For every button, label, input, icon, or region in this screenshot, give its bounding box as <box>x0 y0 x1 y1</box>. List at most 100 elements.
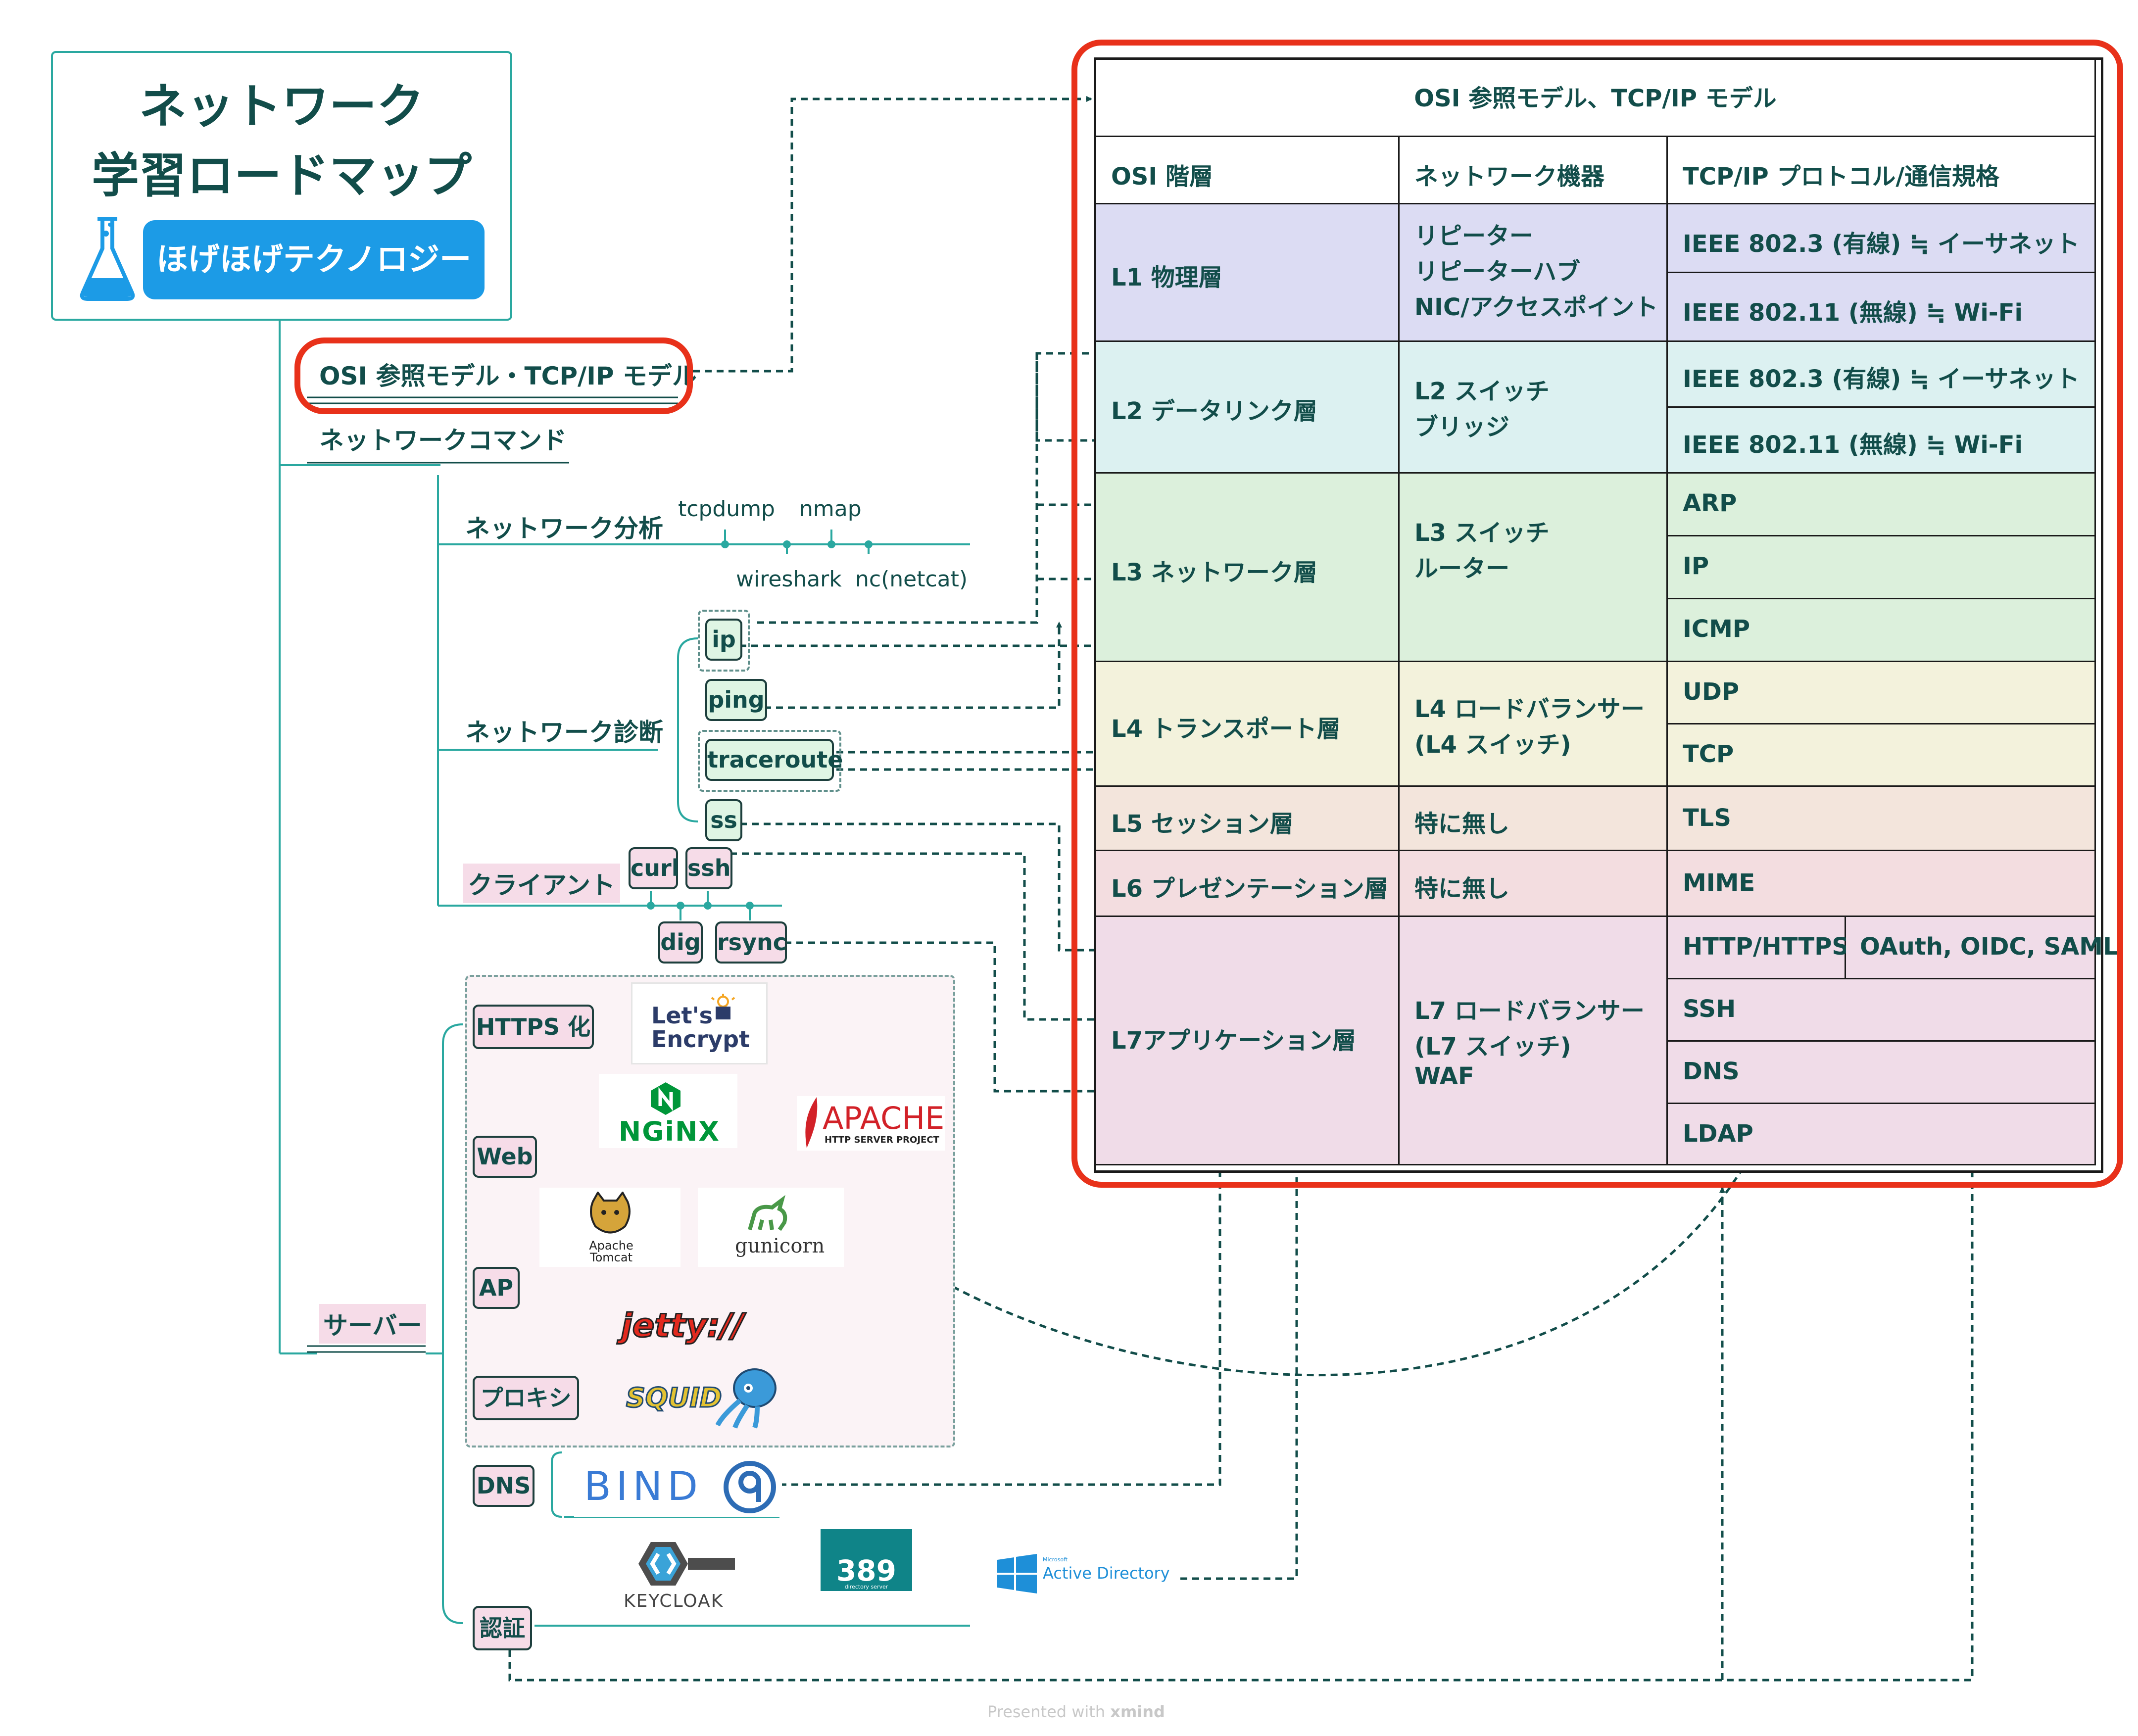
ad-small: Microsoft <box>1043 1556 1068 1563</box>
tool-traceroute[interactable]: traceroute <box>705 739 843 781</box>
gunicorn-logo: gunicorn <box>698 1188 844 1267</box>
tomcat-logo: Apache Tomcat <box>539 1188 680 1267</box>
layer-l3-proto-ip: IP <box>1668 536 2096 599</box>
layer-l4-devices: L4 ロードバランサー (L4 スイッチ) <box>1400 662 1668 787</box>
ip-frame <box>698 610 750 672</box>
gunicorn-label: gunicorn <box>735 1235 825 1257</box>
osi-table: OSI 参照モデル、TCP/IP モデル OSI 階層 ネットワーク機器 TCP… <box>1094 57 2118 1173</box>
layer-l4-proto-udp: UDP <box>1668 662 2096 724</box>
layer-l1-proto-1: IEEE 802.3 (有線) ≒ イーサネット <box>1668 204 2096 273</box>
table-header-protocol: TCP/IP プロトコル/通信規格 <box>1668 137 2096 204</box>
tool-wireshark[interactable]: wireshark <box>736 567 842 592</box>
table-title: OSI 参照モデル、TCP/IP モデル <box>1096 60 2096 137</box>
layer-l5-devices: 特に無し <box>1400 787 1668 851</box>
nginx-logo: NGiNX <box>599 1074 737 1148</box>
layer-l7-proto-ssh: SSH <box>1668 979 2096 1042</box>
osi-highlight <box>294 338 693 414</box>
server-auth[interactable]: 認証 <box>473 1606 532 1650</box>
layer-l1-devices: リピーター リピーターハブ NIC/アクセスポイント <box>1400 204 1668 342</box>
bind9-logo: BIND <box>574 1452 782 1517</box>
layer-l2-proto-1: IEEE 802.3 (有線) ≒ イーサネット <box>1668 342 2096 408</box>
server-dns[interactable]: DNS <box>473 1465 534 1507</box>
layer-l3-name: L3 ネットワーク層 <box>1096 474 1400 662</box>
server-web[interactable]: Web <box>473 1136 537 1178</box>
ds389-logo: 389 directory server <box>821 1529 912 1591</box>
table-header-device: ネットワーク機器 <box>1400 137 1668 204</box>
letsencrypt-line2: Encrypt <box>651 1026 750 1053</box>
analysis-label: ネットワーク分析 <box>465 514 663 543</box>
layer-l5-name: L5 セッション層 <box>1096 787 1400 851</box>
nginx-hex-icon <box>651 1082 680 1115</box>
brand-pill: ほげほげテクノロジー <box>143 220 485 299</box>
tool-nmap[interactable]: nmap <box>799 496 862 522</box>
title-line-1: ネットワーク <box>139 79 424 134</box>
title-line-2: 学習ロードマップ <box>92 148 472 203</box>
apache-logo: APACHE HTTP SERVER PROJECT <box>797 1096 945 1151</box>
layer-l2-name: L2 データリンク層 <box>1096 342 1400 474</box>
tool-ip[interactable]: ip <box>705 619 742 661</box>
tomcat-cat-icon <box>590 1192 631 1234</box>
table-header-osi: OSI 階層 <box>1096 137 1400 204</box>
keycloak-logo: KEYCLOAK <box>616 1537 740 1616</box>
layer-l7-proto-http: HTTP/HTTPS <box>1668 917 1849 979</box>
layer-l3-proto-icmp: ICMP <box>1668 599 2096 662</box>
ad-label: Active Directory <box>1043 1564 1170 1583</box>
table-highlight <box>1071 40 2123 1188</box>
branch-osi[interactable]: OSI 参照モデル・TCP/IP モデル <box>319 362 697 390</box>
nginx-label: NGiNX <box>619 1116 720 1147</box>
server-https[interactable]: HTTPS 化 <box>473 1005 594 1049</box>
layer-l2-proto-2: IEEE 802.11 (無線) ≒ Wi-Fi <box>1668 408 2096 474</box>
flask-icon <box>80 217 135 301</box>
tool-dig[interactable]: dig <box>658 921 703 964</box>
branch-server[interactable]: サーバー <box>319 1304 426 1344</box>
ds389-sub: directory server <box>844 1584 888 1590</box>
tool-netcat[interactable]: nc(netcat) <box>855 567 968 592</box>
letsencrypt-logo: Let's Encrypt <box>631 982 768 1064</box>
tool-ping[interactable]: ping <box>705 679 767 721</box>
layer-l4-name: L4 トランスポート層 <box>1096 662 1400 787</box>
tomcat-line2: Tomcat <box>590 1251 632 1264</box>
layer-l3-proto-arp: ARP <box>1668 474 2096 536</box>
tool-ssh[interactable]: ssh <box>685 847 732 889</box>
unicorn-icon <box>748 1195 787 1231</box>
layer-l7-proto-ldap: LDAP <box>1668 1104 2096 1165</box>
keycloak-hex-icon <box>638 1542 735 1586</box>
layer-l6-proto-mime: MIME <box>1668 851 2096 917</box>
apache-sub: HTTP SERVER PROJECT <box>825 1135 939 1145</box>
apache-label: APACHE <box>823 1100 945 1136</box>
traceroute-frame <box>698 730 841 792</box>
layer-l1-name: L1 物理層 <box>1096 204 1400 342</box>
layer-l1-proto-2: IEEE 802.11 (無線) ≒ Wi-Fi <box>1668 273 2096 342</box>
layer-l3-devices: L3 スイッチ ルーター <box>1400 474 1668 662</box>
tool-curl[interactable]: curl <box>629 847 679 889</box>
tool-rsync[interactable]: rsync <box>715 921 787 964</box>
server-proxy[interactable]: プロキシ <box>473 1376 579 1420</box>
ds389-label: 389 <box>836 1554 897 1588</box>
title-card: ネットワーク 学習ロードマップ ほげほげテクノロジー <box>51 51 512 321</box>
active-directory-logo: Microsoft Active Directory <box>997 1551 1180 1598</box>
tool-ss[interactable]: ss <box>705 799 742 841</box>
client-label: クライアント <box>463 864 620 903</box>
squid-label: SQUID <box>626 1382 723 1414</box>
layer-l7-devices: L7 ロードバランサー (L7 スイッチ) WAF <box>1400 917 1668 1165</box>
server-ap[interactable]: AP <box>473 1267 520 1309</box>
layer-l6-name: L6 プレゼンテーション層 <box>1096 851 1400 917</box>
keycloak-label: KEYCLOAK <box>624 1591 724 1611</box>
footer: Presented with xmind <box>987 1702 1165 1721</box>
squid-icon <box>715 1368 777 1429</box>
apache-feather-icon <box>805 1097 818 1148</box>
footer-presented: Presented with <box>987 1702 1106 1721</box>
brand-label: ほげほげテクノロジー <box>156 241 472 278</box>
tool-tcpdump[interactable]: tcpdump <box>678 496 775 522</box>
branch-commands[interactable]: ネットワークコマンド <box>319 426 567 455</box>
layer-l2-devices: L2 スイッチ ブリッジ <box>1400 342 1668 474</box>
layer-l7-name: L7アプリケーション層 <box>1096 917 1400 1165</box>
layer-l7-proto-dns: DNS <box>1668 1042 2096 1104</box>
layer-l7-proto-oauth: OAuth, OIDC, SAML <box>1846 917 2118 979</box>
bind9-swirl-icon <box>724 1461 776 1513</box>
bind-label: BIND <box>584 1463 703 1509</box>
layer-l5-proto-tls: TLS <box>1668 787 2096 851</box>
diagnosis-label: ネットワーク診断 <box>465 718 663 747</box>
lock-icon <box>711 994 735 1019</box>
tomcat-line1: Apache <box>589 1239 633 1253</box>
